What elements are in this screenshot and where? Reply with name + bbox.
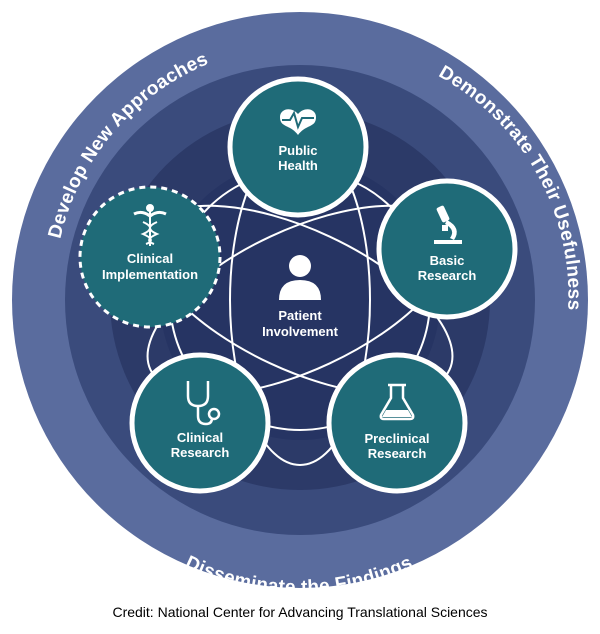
caduceus-icon xyxy=(133,204,167,246)
flask-icon xyxy=(379,383,415,421)
heart-pulse-icon xyxy=(280,109,316,135)
node-public-health-line2: Health xyxy=(278,158,318,173)
node-basic-research-line2: Research xyxy=(418,268,477,283)
node-clinical-implementation-line2: Implementation xyxy=(102,267,198,282)
node-clinical-research-line2: Research xyxy=(171,445,230,460)
node-clinical-research: Clinical Research xyxy=(129,352,271,494)
center-node-line2: Involvement xyxy=(262,324,339,339)
node-public-health-line1: Public xyxy=(278,143,317,158)
node-preclinical-research-line2: Research xyxy=(368,446,427,461)
person-icon xyxy=(279,255,321,300)
node-preclinical-research-line1: Preclinical xyxy=(364,431,429,446)
translational-science-spectrum-diagram: Develop New Approaches Demonstrate Their… xyxy=(12,12,588,588)
node-basic-research-line1: Basic xyxy=(430,253,465,268)
node-clinical-implementation-line1: Clinical xyxy=(127,251,173,266)
stethoscope-icon xyxy=(186,381,221,426)
node-clinical-research-line1: Clinical xyxy=(177,430,223,445)
node-preclinical-research: Preclinical Research xyxy=(326,352,468,494)
node-public-health: Public Health xyxy=(227,76,369,218)
node-basic-research: Basic Research xyxy=(376,178,518,320)
center-node-line1: Patient xyxy=(278,308,322,323)
node-clinical-implementation: Clinical Implementation xyxy=(78,185,222,329)
credit-text: Credit: National Center for Advancing Tr… xyxy=(112,604,488,620)
microscope-icon xyxy=(434,205,462,244)
center-node-patient-involvement: Patient Involvement xyxy=(262,255,339,339)
